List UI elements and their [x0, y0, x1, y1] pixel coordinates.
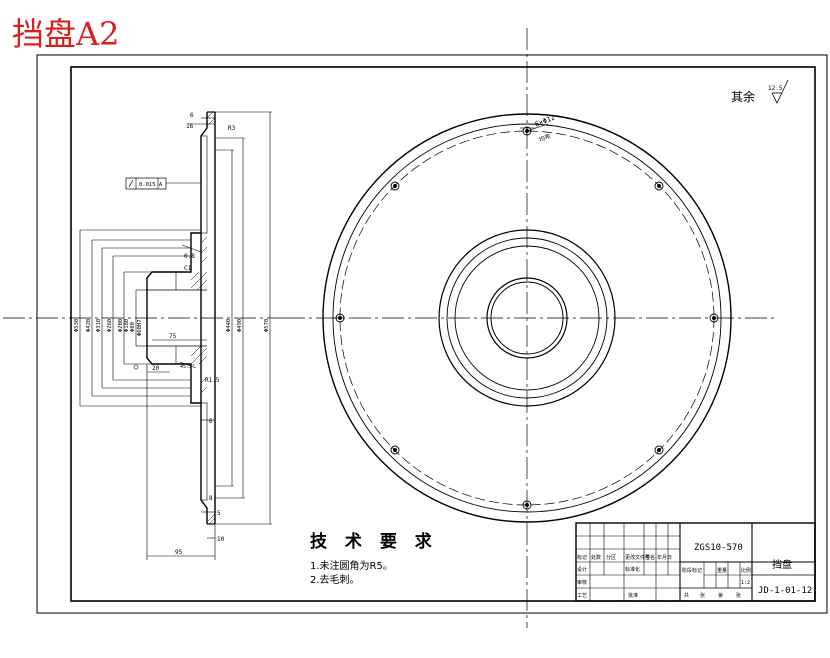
tb-label: 第 — [718, 592, 723, 599]
roughness-value-label: 12.5 — [768, 85, 783, 92]
hub-step-circle — [446, 237, 608, 399]
section-view — [3, 111, 283, 560]
outer-border — [36, 54, 828, 614]
bolt-holes — [335, 126, 719, 510]
part-name: 挡盘 — [772, 558, 792, 571]
tb-header-cell: 签名 — [645, 554, 655, 561]
dim-hub-length: 75 — [169, 333, 177, 340]
drawing-title: 挡盘A2 — [12, 15, 120, 53]
tb-label: 阶段标记 — [682, 567, 702, 574]
section-dimension-labels: 6 16 R3 C1 0.8 75 20 45.5° R1.5 6 8 5 10… — [139, 112, 236, 556]
dia-label: Φ260 — [107, 319, 113, 332]
tech-requirements-heading: 技 术 要 求 — [310, 532, 438, 552]
dia-label: Φ490 — [237, 319, 243, 332]
tb-label: 张 — [700, 592, 705, 599]
dia-label: Φ180 — [124, 319, 130, 332]
dia-label: Φ200 — [118, 319, 124, 332]
title-block-text: 标记 处数 分区 更改文件号 签名 年月日 设计 标准化 阶段标记 重量 比例 … — [577, 554, 751, 599]
dia-label: Φ440 — [226, 319, 232, 332]
tech-requirement-item: 2.去毛刺。 — [310, 575, 360, 586]
dim-fine-mark: 0.8 — [184, 253, 195, 260]
tb-label: 重量 — [717, 567, 727, 574]
dim-right-thk-1: 6 — [209, 418, 213, 425]
bolt-hole — [335, 313, 345, 323]
technical-requirements: 技 术 要 求 1.未注圆角为R5。 2.去毛刺。 — [310, 527, 438, 588]
dia-label: Φ530 — [74, 319, 80, 332]
tb-label: 张 — [736, 592, 741, 599]
dim-bore-chamfer: C1 — [184, 265, 192, 272]
dim-bottom-thk: 5 — [217, 510, 221, 517]
tb-header-cell: 分区 — [606, 554, 616, 561]
diameter-labels-left: Φ530 Φ420 Φ310 Φ260 Φ200 Φ180 Φ80 Φ60H7 — [74, 319, 143, 336]
title-block — [575, 522, 816, 602]
dim-top-offset: 16 — [186, 123, 194, 130]
bolt-hole — [654, 445, 664, 455]
outer-rim-circle — [322, 113, 732, 523]
inner-frame — [70, 66, 816, 602]
tb-label: 共 — [684, 592, 689, 599]
rim-inner-circle — [332, 123, 722, 513]
bore-chamfer-circle — [486, 277, 568, 359]
flatness-callout-box — [125, 177, 167, 190]
drawing-number: JD-1-01-12 — [758, 586, 812, 596]
tb-label: 批准 — [628, 592, 638, 599]
bolt-hole — [390, 181, 400, 191]
bolt-hole — [654, 181, 664, 191]
dim-hub-angle: 45.5° — [180, 364, 195, 370]
bolt-hole — [522, 500, 532, 510]
dim-top-fillet: R3 — [228, 125, 236, 132]
tb-header-cell: 年月日 — [657, 554, 672, 561]
tb-label: 设计 — [577, 566, 587, 573]
dia-label: Φ420 — [86, 319, 92, 332]
tech-requirement-item: 1.未注圆角为R5。 — [310, 561, 393, 572]
dim-inner-step: 20 — [152, 365, 160, 372]
tb-label: 工艺 — [577, 593, 587, 599]
flatness-callout-label: 0.015 A — [139, 182, 163, 188]
dia-label: Φ310 — [96, 319, 102, 332]
dim-overall-length: 95 — [175, 549, 183, 556]
bolt-hole — [390, 445, 400, 455]
tb-header-cell: 更改文件号 — [625, 554, 650, 561]
hub-outer-circle — [438, 229, 616, 407]
hole-note-label: 均布 — [538, 132, 552, 144]
hub-boss-circle — [454, 245, 600, 391]
bolt-hole — [709, 313, 719, 323]
dia-label: Φ60H7 — [137, 319, 143, 336]
hole-callout-label: 6×Φ12 — [534, 114, 557, 129]
dim-right-thk-2: 8 — [209, 495, 213, 502]
roughness-note: 其余 — [731, 90, 756, 104]
bore-circle — [490, 281, 564, 355]
front-view — [283, 28, 776, 628]
drawing-code: ZGS10-570 — [694, 543, 743, 553]
dia-label: Φ80 — [130, 322, 136, 332]
tb-label: 比例 — [741, 567, 751, 574]
bolt-hole — [522, 126, 532, 136]
tb-scale: 1:2 — [741, 580, 750, 586]
dim-bottom-offset: 10 — [217, 536, 225, 543]
roughness-symbol — [771, 79, 789, 104]
tb-header-cell: 标记 — [577, 554, 587, 561]
dim-top-width: 6 — [190, 112, 194, 119]
tb-header-cell: 处数 — [591, 554, 601, 561]
tb-label: 标准化 — [625, 566, 640, 573]
diameter-labels-right: Φ570 Φ490 Φ440 — [226, 319, 270, 332]
dia-label: Φ570 — [264, 319, 270, 332]
dim-small-fillet: R1.5 — [205, 377, 220, 384]
tb-label: 审核 — [577, 579, 587, 586]
